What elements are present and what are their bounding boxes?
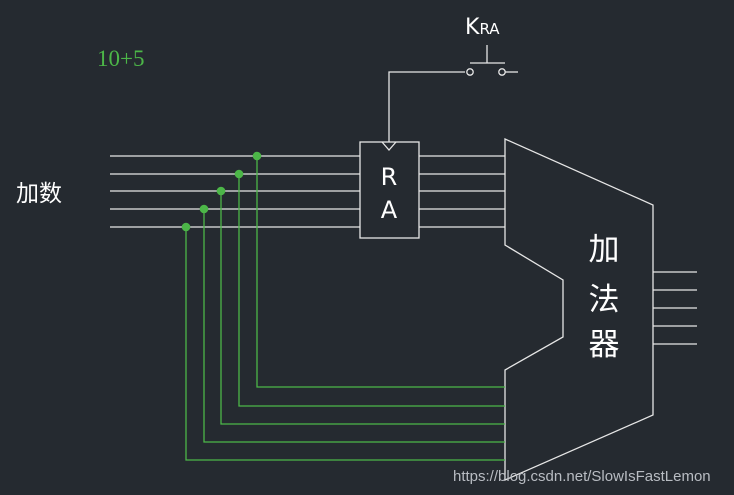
tap-wire: [220, 191, 505, 425]
input-label: 加数: [16, 181, 62, 207]
tap-wire: [238, 174, 505, 407]
input-bus: [110, 155, 360, 228]
junction-dot: [216, 186, 226, 196]
adder-block: [504, 137, 654, 481]
adder-label-char-1: 加: [589, 232, 620, 268]
tap-wire: [185, 227, 505, 461]
junction-dot: [252, 151, 262, 161]
tap-wire: [203, 209, 505, 443]
switch-wire: [388, 71, 465, 142]
adder-output-bus: [653, 271, 697, 345]
tap-wires: [185, 156, 505, 461]
tap-wire: [256, 156, 505, 388]
adder-label-char-3: 器: [589, 327, 620, 363]
register-label-r: R: [381, 163, 398, 191]
tap-junctions: [181, 151, 262, 232]
switch-label: KRA: [465, 15, 500, 40]
register-label-a: A: [381, 196, 398, 224]
junction-dot: [181, 222, 191, 232]
clock-triangle: [381, 141, 397, 151]
switch-contact-left: [466, 68, 474, 76]
watermark: https://blog.csdn.net/SlowIsFastLemon: [453, 468, 711, 485]
junction-dot: [199, 204, 209, 214]
junction-dot: [234, 169, 244, 179]
switch-contact-right: [498, 68, 506, 76]
adder-label-char-2: 法: [589, 282, 620, 318]
switch-kra: [388, 45, 518, 142]
register-output-bus: [419, 155, 505, 228]
register-ra: R A: [359, 141, 420, 239]
expression-label: 10+5: [97, 46, 144, 71]
